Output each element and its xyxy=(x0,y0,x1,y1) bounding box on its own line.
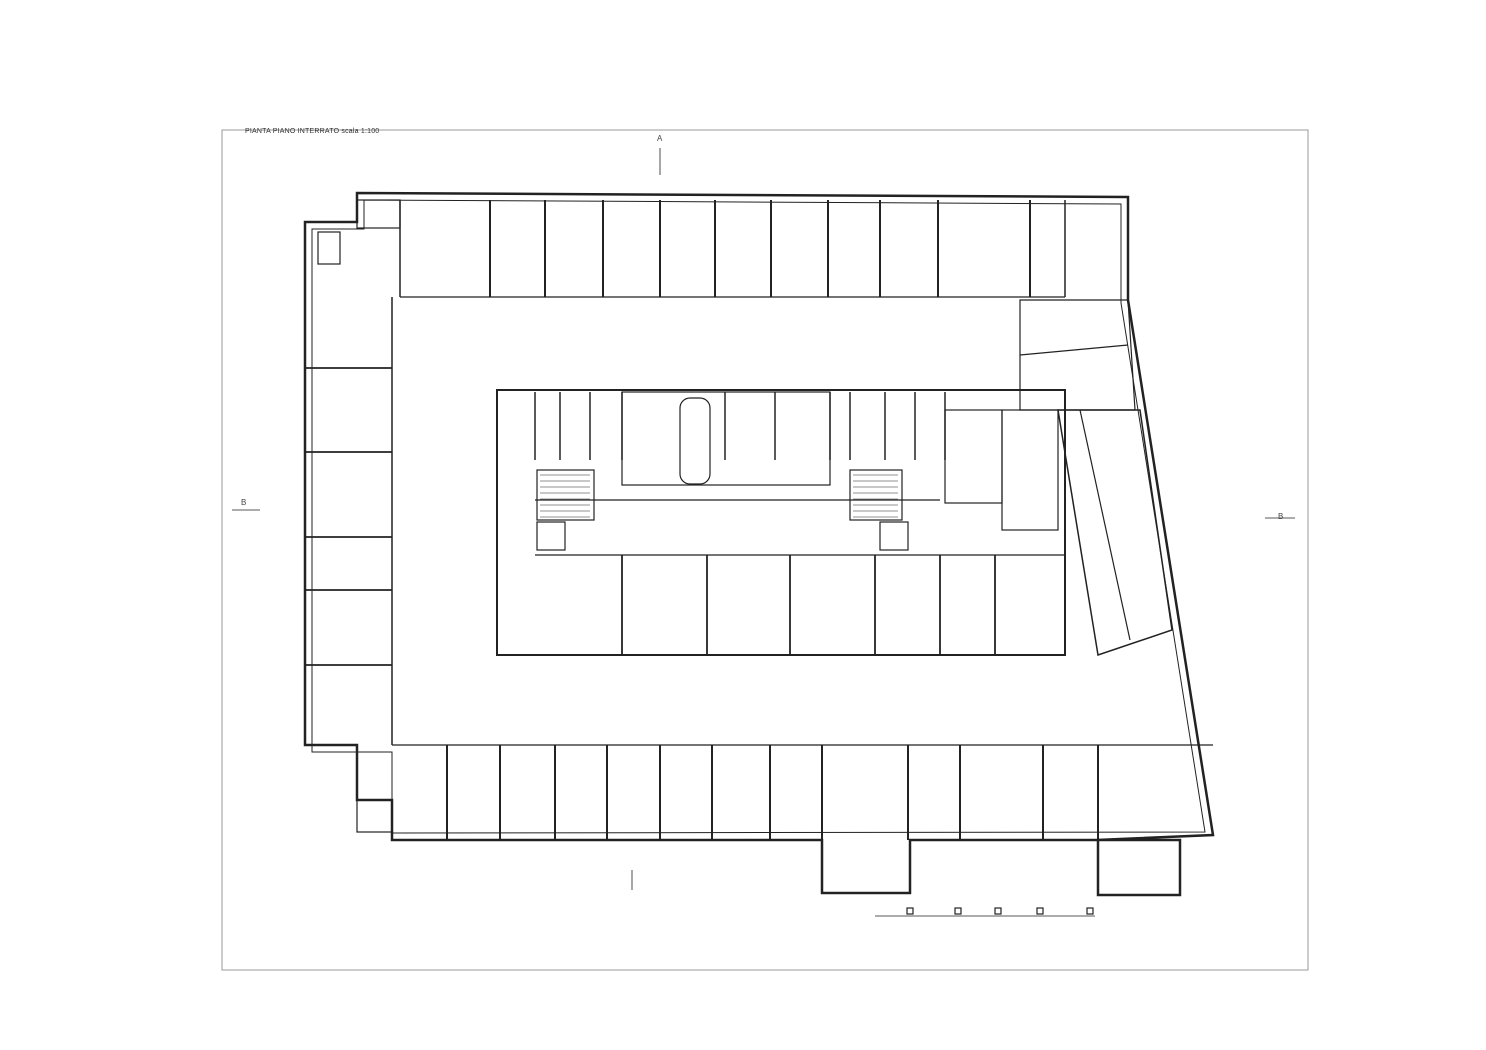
right-rooms xyxy=(1019,299,1136,411)
column-footing xyxy=(954,907,962,915)
stair-left xyxy=(536,469,595,521)
right-room-divider xyxy=(1019,344,1129,356)
section-marker-top: A xyxy=(657,134,663,143)
car-icon xyxy=(679,397,711,485)
section-marker-left: B xyxy=(241,498,247,507)
column-footing xyxy=(994,907,1002,915)
section-marker-right: B xyxy=(1278,512,1284,521)
sheet-frame xyxy=(221,129,1309,971)
shaft-top-left xyxy=(317,231,341,265)
central-block xyxy=(496,389,1066,656)
storage-room-bottom-left xyxy=(356,799,393,833)
outer-wall xyxy=(303,191,1215,897)
elevator-left xyxy=(536,521,566,551)
column-footing xyxy=(1036,907,1044,915)
ramp xyxy=(1057,409,1173,656)
parking-bay xyxy=(621,391,831,486)
drawing-title: PIANTA PIANO INTERRATO scala 1:100 xyxy=(245,128,380,135)
central-room-right xyxy=(944,409,1003,504)
stair-right xyxy=(849,469,903,521)
storage-room-top-left xyxy=(356,199,401,229)
inner-wall-line xyxy=(311,199,1206,834)
central-room-right-2 xyxy=(1001,409,1059,531)
building-plan xyxy=(232,148,1295,917)
column-footing xyxy=(906,907,914,915)
column-footing xyxy=(1086,907,1094,915)
ramp-centerline xyxy=(1079,409,1131,641)
elevator-right xyxy=(879,521,909,551)
